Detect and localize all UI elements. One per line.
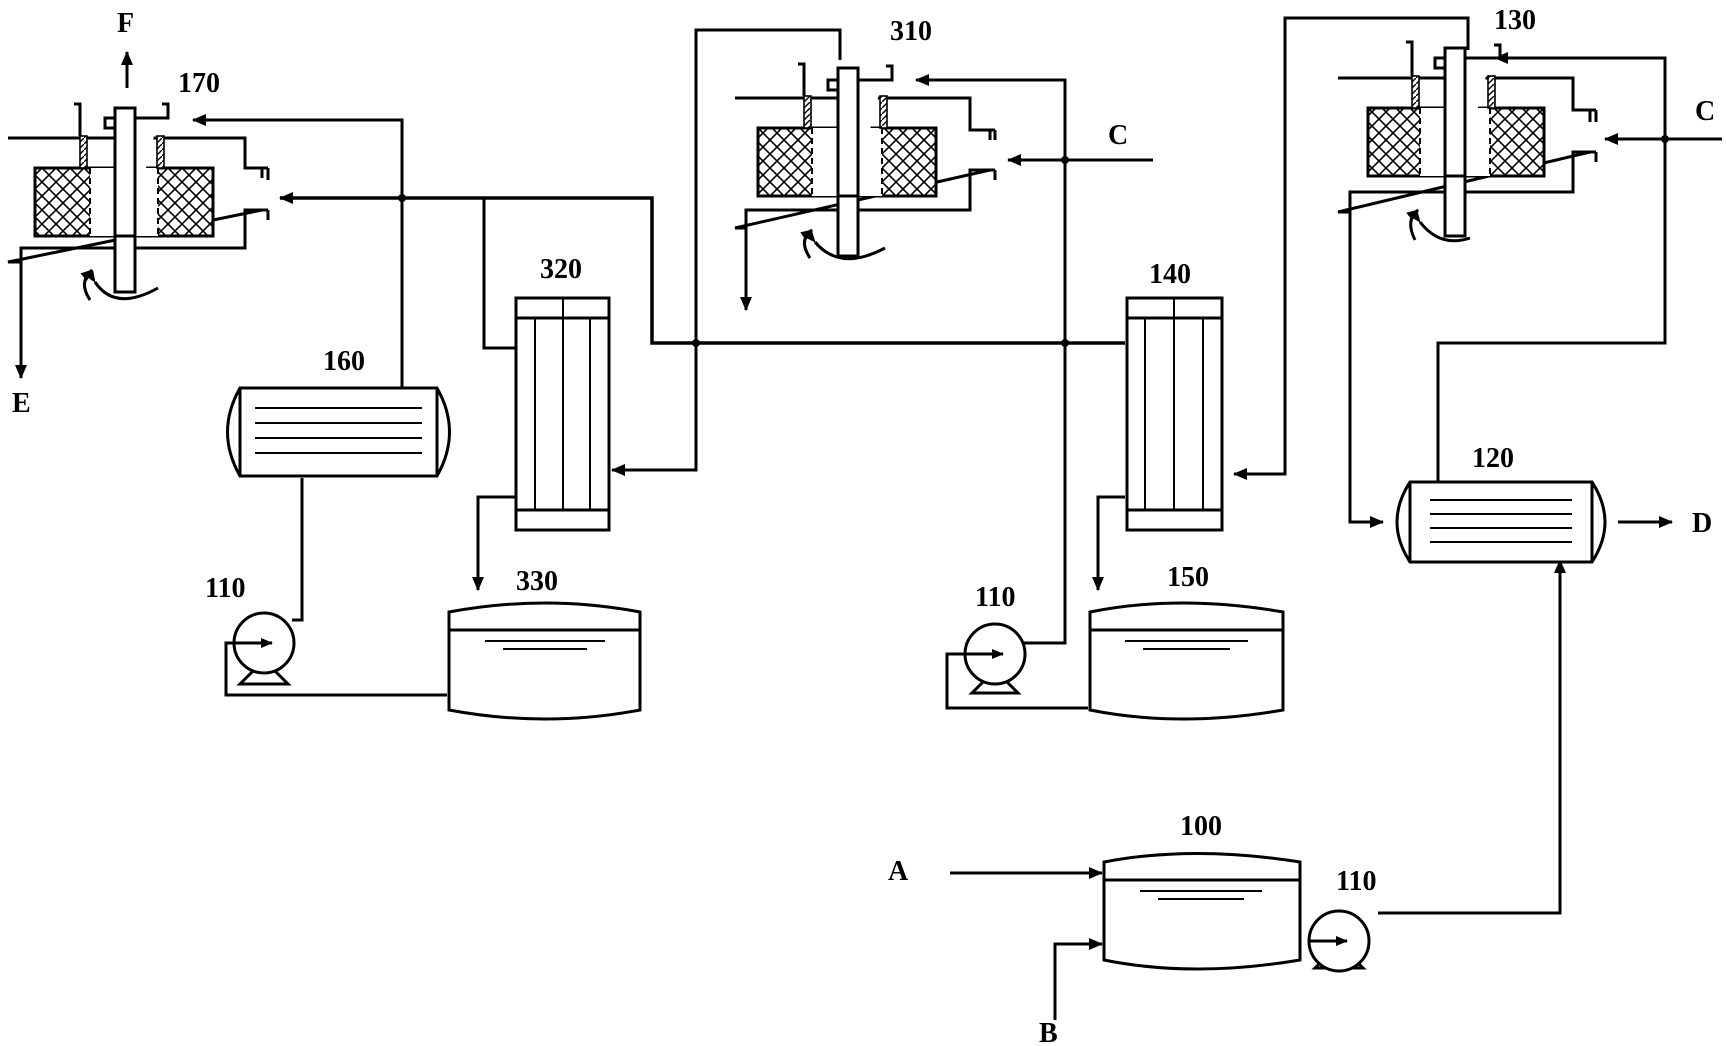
- feed-b-line: [1053, 938, 1103, 1020]
- main-header-line: [279, 192, 1125, 345]
- pump-110-bottom: [1307, 909, 1371, 973]
- exchanger-120: [1395, 480, 1607, 564]
- label-f: F: [117, 8, 134, 39]
- label-170: 170: [178, 68, 220, 99]
- header-to-320-line: [482, 198, 515, 350]
- label-110-bottom: 110: [1336, 866, 1376, 897]
- 130-drain-to-120-line: [1348, 212, 1384, 528]
- 160-to-170-line: [192, 114, 404, 387]
- hx120-to-130-line: [1436, 52, 1667, 482]
- label-c-right: C: [1695, 96, 1715, 127]
- label-130: 130: [1494, 5, 1536, 36]
- labels: 100 110 110 110 120 130 140 150 160 170 …: [12, 5, 1715, 1046]
- junction-dot: [1661, 135, 1669, 143]
- label-b: B: [1039, 1018, 1058, 1046]
- label-320: 320: [540, 254, 582, 285]
- label-330: 330: [516, 566, 558, 597]
- piping: [15, 16, 1722, 1020]
- label-120: 120: [1472, 443, 1514, 474]
- label-150: 150: [1167, 562, 1209, 593]
- centrifuge-130: [1337, 40, 1598, 243]
- hx140-to-150-line: [1092, 495, 1125, 591]
- junction-dot: [1061, 339, 1069, 347]
- exchanger-320: [514, 296, 611, 532]
- hx320-to-330-line: [472, 495, 515, 591]
- 310-vapor-to-320-line: [611, 28, 842, 476]
- junction-dot: [398, 194, 406, 202]
- junction-dot: [692, 339, 700, 347]
- pump-110-middle: [963, 622, 1027, 695]
- label-e: E: [12, 388, 31, 419]
- label-140: 140: [1149, 259, 1191, 290]
- centrifuge-310: [734, 62, 997, 261]
- exchanger-140: [1125, 296, 1224, 532]
- hx160-to-pump-line: [292, 478, 304, 622]
- centrifuge-170: [7, 102, 270, 301]
- tank-150: [1088, 601, 1285, 721]
- exchanger-160: [226, 386, 451, 478]
- label-160: 160: [323, 346, 365, 377]
- label-100: 100: [1180, 811, 1222, 842]
- tank-330: [447, 601, 642, 721]
- tank-100: [1102, 852, 1302, 971]
- junction-dot: [1061, 156, 1069, 164]
- label-a: A: [888, 856, 909, 887]
- label-310: 310: [890, 16, 932, 47]
- 130-vapor-to-140-line: [1233, 16, 1470, 480]
- label-d: D: [1692, 508, 1712, 539]
- label-110-middle: 110: [975, 582, 1015, 613]
- pump-110-left: [232, 611, 296, 686]
- pump-to-120-line: [1378, 559, 1566, 915]
- pump-to-310-line: [915, 74, 1067, 645]
- label-c-left: C: [1108, 120, 1128, 151]
- label-110-left: 110: [205, 573, 245, 604]
